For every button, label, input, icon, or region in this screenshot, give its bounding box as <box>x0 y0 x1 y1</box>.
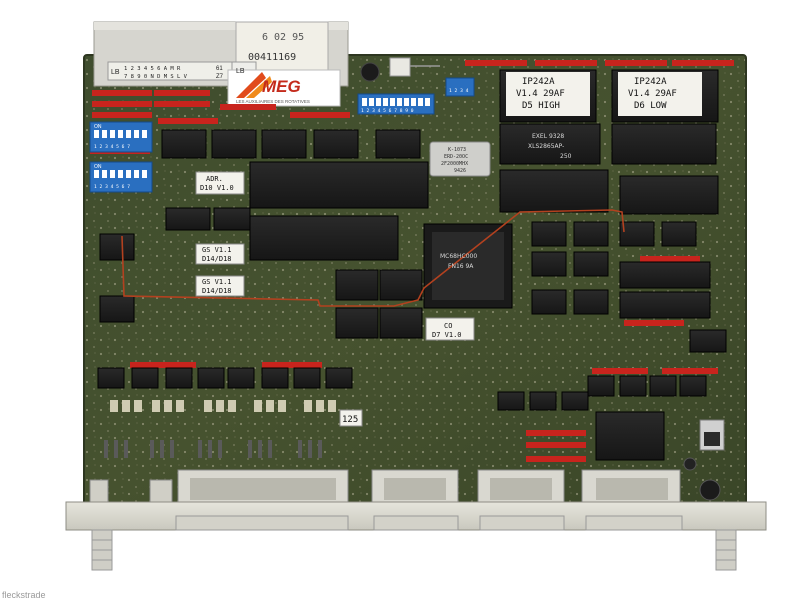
dip-switch-top <box>357 93 435 115</box>
bottom-capacitor <box>683 457 721 501</box>
label-gs1-line1: GS V1.1 <box>202 246 232 254</box>
dip-top-numbers: 1 2 3 4 5 6 7 8 9 0 <box>361 108 414 114</box>
oscillator-line3: 2F2000MHX <box>441 161 468 167</box>
diodes <box>104 440 322 458</box>
ic-chips <box>99 123 727 461</box>
dip-small-numbers: 1 2 3 4 <box>449 88 469 94</box>
oscillator-line2: ERD-20OC <box>444 154 468 160</box>
white-labels <box>195 171 475 427</box>
eprom-left-line3: D5 HIGH <box>522 101 560 111</box>
oscillator-line4: 9426 <box>454 168 466 174</box>
serial-label: 00411169 <box>248 52 296 63</box>
smd-components <box>110 400 336 412</box>
exel-chip-line3: 250 <box>560 153 572 160</box>
top-connector-row1: 1 2 3 4 5 6 A M R <box>124 66 181 72</box>
eprom-right-line2: V1.4 29AF <box>628 89 677 99</box>
dip-switch-left-2 <box>89 161 153 193</box>
soic-chip-row <box>97 367 353 389</box>
dip-switch-left-1 <box>89 121 153 153</box>
voltage-regulator <box>699 419 725 451</box>
meg-logo-tagline: LES AUXILIAIRES DES ROTATIVES <box>236 99 310 104</box>
oscillator-line1: K-1073 <box>448 147 466 153</box>
cpu-chip-line1: MC68HC000 <box>440 253 477 260</box>
label-co-line2: D7 V1.0 <box>432 331 462 339</box>
label-125: 125 <box>342 415 358 425</box>
cpu-chip-line2: FN16 9A <box>448 263 474 270</box>
eprom-left-line1: IP242A <box>522 77 555 87</box>
cpu-chip <box>423 223 513 309</box>
oscillator <box>429 141 491 177</box>
label-gs1-line2: D14/D18 <box>202 255 232 263</box>
meg-logo-text: MEG <box>262 77 301 96</box>
dip-left-numbers-2: 1 2 3 4 5 6 7 <box>94 184 130 190</box>
dip-left-on-label-2: ON <box>94 164 102 170</box>
label-co-line1: CO <box>444 322 452 330</box>
top-capacitor <box>360 57 440 82</box>
top-connector-z7: Z7 <box>216 74 224 80</box>
dip-left-on-label-1: ON <box>94 124 102 130</box>
top-connector-row2: 7 8 9 0 N D M S L V <box>124 74 188 80</box>
meg-logo <box>227 69 341 107</box>
label-adr-line2: D10 V1.0 <box>200 184 234 192</box>
dip-left-numbers-1: 1 2 3 4 5 6 7 <box>94 144 130 150</box>
eprom-right-line1: IP242A <box>634 77 667 87</box>
front-panel-rail <box>65 501 767 571</box>
top-connector-lb-left: LB <box>111 69 120 76</box>
eprom-chip-right <box>611 69 719 123</box>
red-jumper-wire <box>121 209 625 307</box>
top-connector-61: 61 <box>216 66 223 72</box>
label-adr-line1: ADR. <box>206 175 223 183</box>
eprom-right-line3: D6 LOW <box>634 101 667 111</box>
label-gs2-line2: D14/D18 <box>202 287 232 295</box>
eprom-chip-left <box>499 69 597 123</box>
watermark: fleckstrade <box>2 590 46 600</box>
top-connector-lb-right: LB <box>236 68 245 75</box>
exel-chip-line1: EXEL 9328 <box>532 133 564 140</box>
dip-switch-small <box>445 77 475 97</box>
date-label: 6 02 95 <box>262 32 304 43</box>
eprom-left-line2: V1.4 29AF <box>516 89 565 99</box>
exel-chip-line2: XLS2865AP- <box>528 143 564 150</box>
label-gs2-line1: GS V1.1 <box>202 278 232 286</box>
